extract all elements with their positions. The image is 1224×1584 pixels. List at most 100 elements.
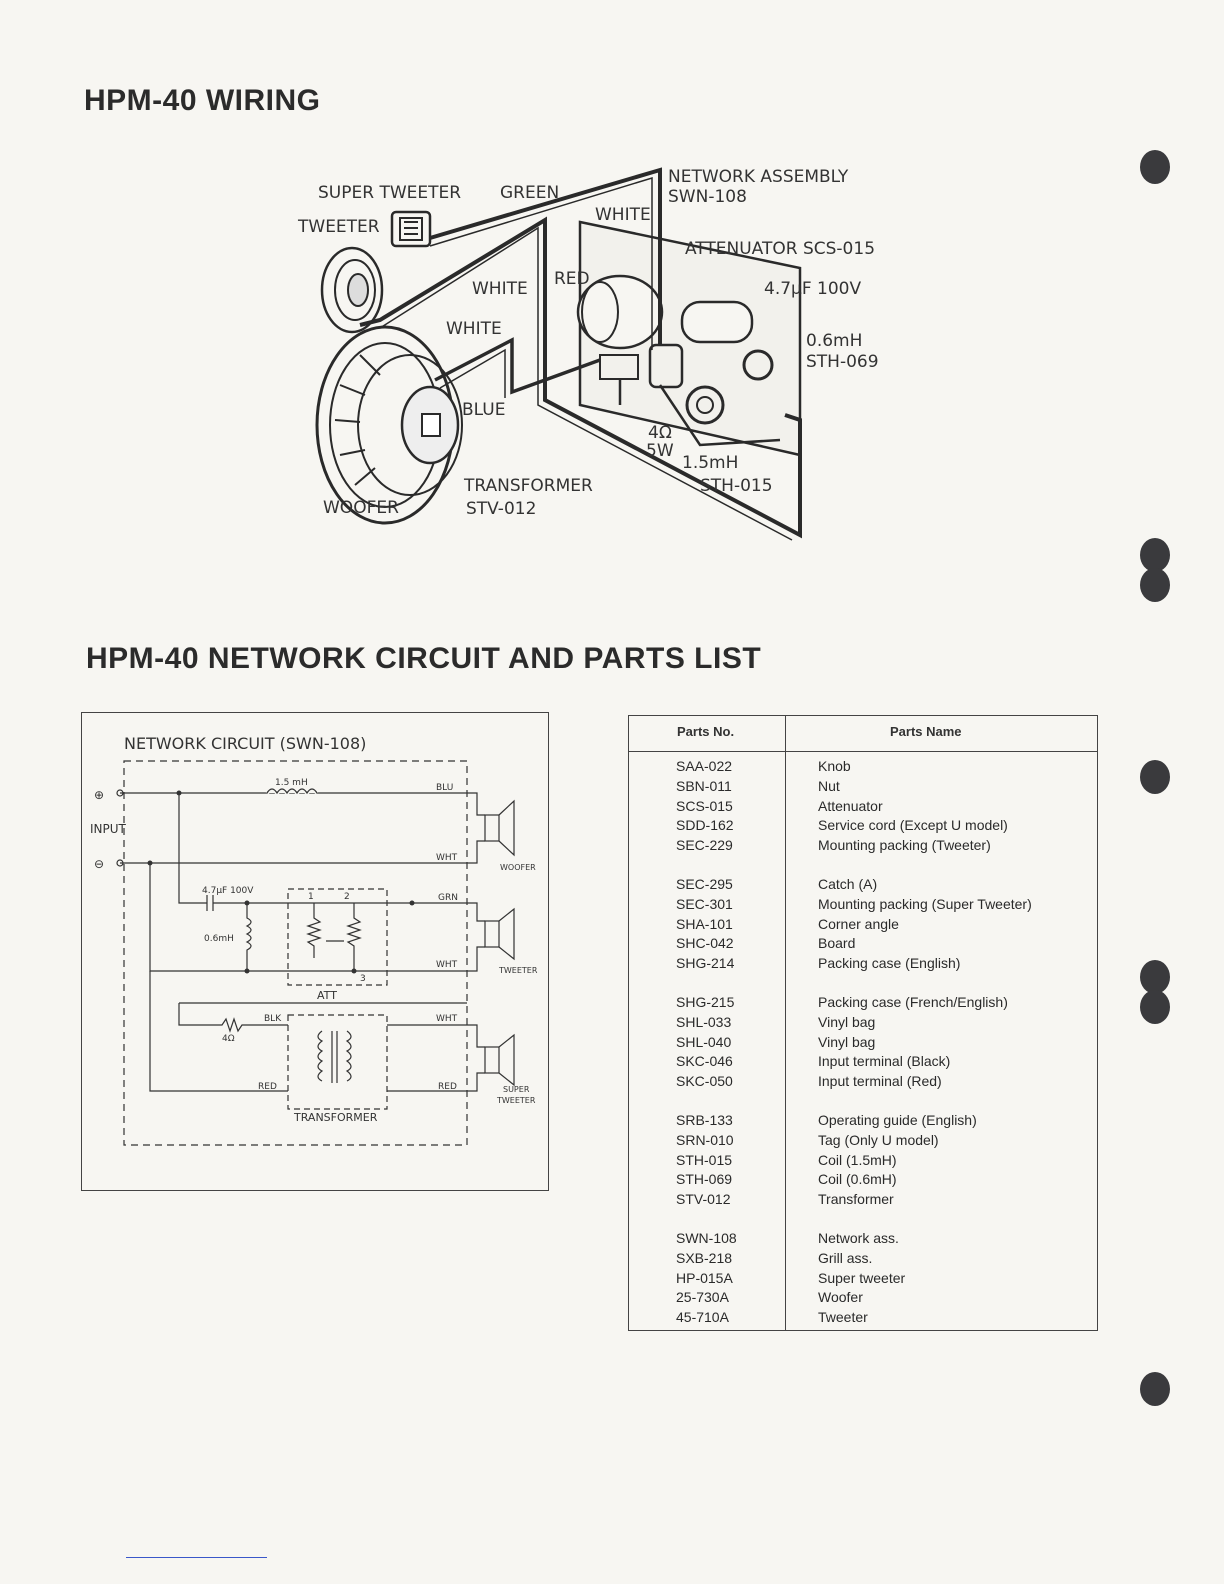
label-coil-06mh: 0.6mH — [806, 331, 862, 351]
binder-hole — [1140, 538, 1170, 572]
circuit-resistor-label: 4Ω — [222, 1034, 235, 1044]
part-name: Tweeter — [818, 1309, 868, 1326]
parts-table-header: Parts No. Parts Name — [629, 716, 1097, 752]
binder-hole — [1140, 990, 1170, 1024]
part-name: Super tweeter — [818, 1269, 906, 1286]
table-row: SHG-215 Packing case (French/English) — [629, 994, 1097, 1014]
circuit-woofer-label: WOOFER — [500, 863, 536, 872]
table-row: 45-710A Tweeter — [629, 1309, 1097, 1329]
label-blue: BLUE — [462, 400, 505, 420]
wiring-diagram: SUPER TWEETER GREEN WHITE NETWORK ASSEMB… — [297, 167, 879, 541]
super-tweeter-drawing — [390, 210, 432, 248]
part-name: Grill ass. — [818, 1249, 873, 1266]
part-name: Tag (Only U model) — [818, 1131, 939, 1148]
part-number: SRB-133 — [676, 1111, 733, 1128]
circuit-super-label-1: SUPER — [503, 1085, 530, 1094]
header-parts-no: Parts No. — [677, 724, 735, 739]
table-row: SRB-133 Operating guide (English) — [629, 1112, 1097, 1132]
part-name: Coil (1.5mH) — [818, 1151, 897, 1168]
label-swn-108: SWN-108 — [668, 187, 747, 207]
part-name: Board — [818, 935, 856, 952]
label-white-top: WHITE — [595, 205, 651, 225]
circuit-wht-3: WHT — [436, 1014, 458, 1024]
circuit-cap-label: 4.7µF 100V — [202, 886, 254, 896]
label-sth-069: STH-069 — [806, 352, 879, 372]
table-row: SRN-010 Tag (Only U model) — [629, 1132, 1097, 1152]
coil-06mh-drawing — [742, 349, 774, 381]
part-number: SKC-050 — [676, 1073, 733, 1090]
part-number: SRN-010 — [676, 1131, 734, 1148]
part-number: SXB-218 — [676, 1249, 733, 1266]
circuit-att-pin-3: 3 — [360, 974, 366, 984]
bottom-rule — [126, 1557, 267, 1558]
part-name: Input terminal (Black) — [818, 1053, 951, 1070]
label-network-assembly: NETWORK ASSEMBLY — [668, 167, 849, 187]
parts-group: SWN-108 Network ass. SXB-218 Grill ass. HP-0… — [629, 1230, 1097, 1329]
label-resistor-watt: 5W — [646, 441, 674, 461]
part-name: Transformer — [818, 1191, 894, 1208]
table-row: STH-015 Coil (1.5mH) — [629, 1152, 1097, 1172]
circuit-coil-15mh: 1.5 mH — [275, 778, 308, 788]
binder-hole — [1140, 150, 1170, 184]
label-white-mid: WHITE — [472, 279, 528, 299]
resistor-drawing — [648, 343, 684, 389]
part-name: Corner angle — [818, 915, 899, 932]
part-number: 25-730A — [676, 1289, 729, 1306]
part-name: Catch (A) — [818, 875, 878, 892]
part-number: SEC-229 — [676, 837, 733, 854]
circuit-input-label: INPUT — [90, 822, 127, 836]
circuit-tweeter-label: TWEETER — [498, 966, 538, 975]
capacitor-drawing — [680, 300, 754, 344]
table-row: STV-012 Transformer — [629, 1191, 1097, 1211]
circuit-red-1: RED — [258, 1082, 277, 1092]
part-number: STH-069 — [676, 1171, 733, 1188]
part-name: Operating guide (English) — [818, 1111, 977, 1128]
circuit-transformer-label: TRANSFORMER — [293, 1111, 378, 1124]
label-capacitor: 4.7µF 100V — [764, 279, 861, 299]
part-number: SHG-214 — [676, 955, 735, 972]
label-resistor-ohm: 4Ω — [648, 423, 672, 443]
part-number: 45-710A — [676, 1309, 729, 1326]
circuit-title: NETWORK CIRCUIT (SWN-108) — [124, 734, 366, 753]
part-name: Input terminal (Red) — [818, 1073, 942, 1090]
circuit-input-minus: ⊖ — [94, 857, 104, 871]
part-name: Nut — [818, 777, 840, 794]
woofer-drawing — [315, 325, 463, 525]
coil-15mh-drawing — [685, 385, 725, 425]
part-number: STV-012 — [676, 1191, 731, 1208]
label-attenuator: ATTENUATOR SCS-015 — [685, 239, 875, 259]
part-number: SHG-215 — [676, 993, 735, 1010]
part-number: SWN-108 — [676, 1229, 737, 1246]
label-stv-012: STV-012 — [466, 499, 536, 519]
table-row: SKC-050 Input terminal (Red) — [629, 1073, 1097, 1093]
tweeter-drawing — [320, 246, 384, 334]
part-number: SEC-301 — [676, 895, 733, 912]
part-name: Mounting packing (Super Tweeter) — [818, 895, 1032, 912]
table-row: SHG-214 Packing case (English) — [629, 955, 1097, 975]
part-number: STH-015 — [676, 1151, 733, 1168]
part-name: Packing case (French/English) — [818, 993, 1008, 1010]
part-number: SAA-022 — [676, 758, 733, 774]
circuit-input-plus: ⊕ — [94, 788, 104, 802]
circuit-blu: BLU — [436, 783, 453, 793]
part-name: Coil (0.6mH) — [818, 1171, 897, 1188]
label-coil-15mh: 1.5mH — [682, 453, 738, 473]
header-parts-name: Parts Name — [890, 724, 962, 739]
part-name: Packing case (English) — [818, 955, 961, 972]
part-name: Network ass. — [818, 1229, 899, 1246]
part-number: SBN-011 — [676, 777, 732, 794]
binder-hole — [1140, 568, 1170, 602]
table-row: STH-069 Coil (0.6mH) — [629, 1171, 1097, 1191]
column-divider — [785, 716, 786, 1330]
network-circuit-panel: NETWORK CIRCUIT (SWN-108) ⊕ INPUT ⊖ 1.5 … — [81, 712, 549, 1191]
